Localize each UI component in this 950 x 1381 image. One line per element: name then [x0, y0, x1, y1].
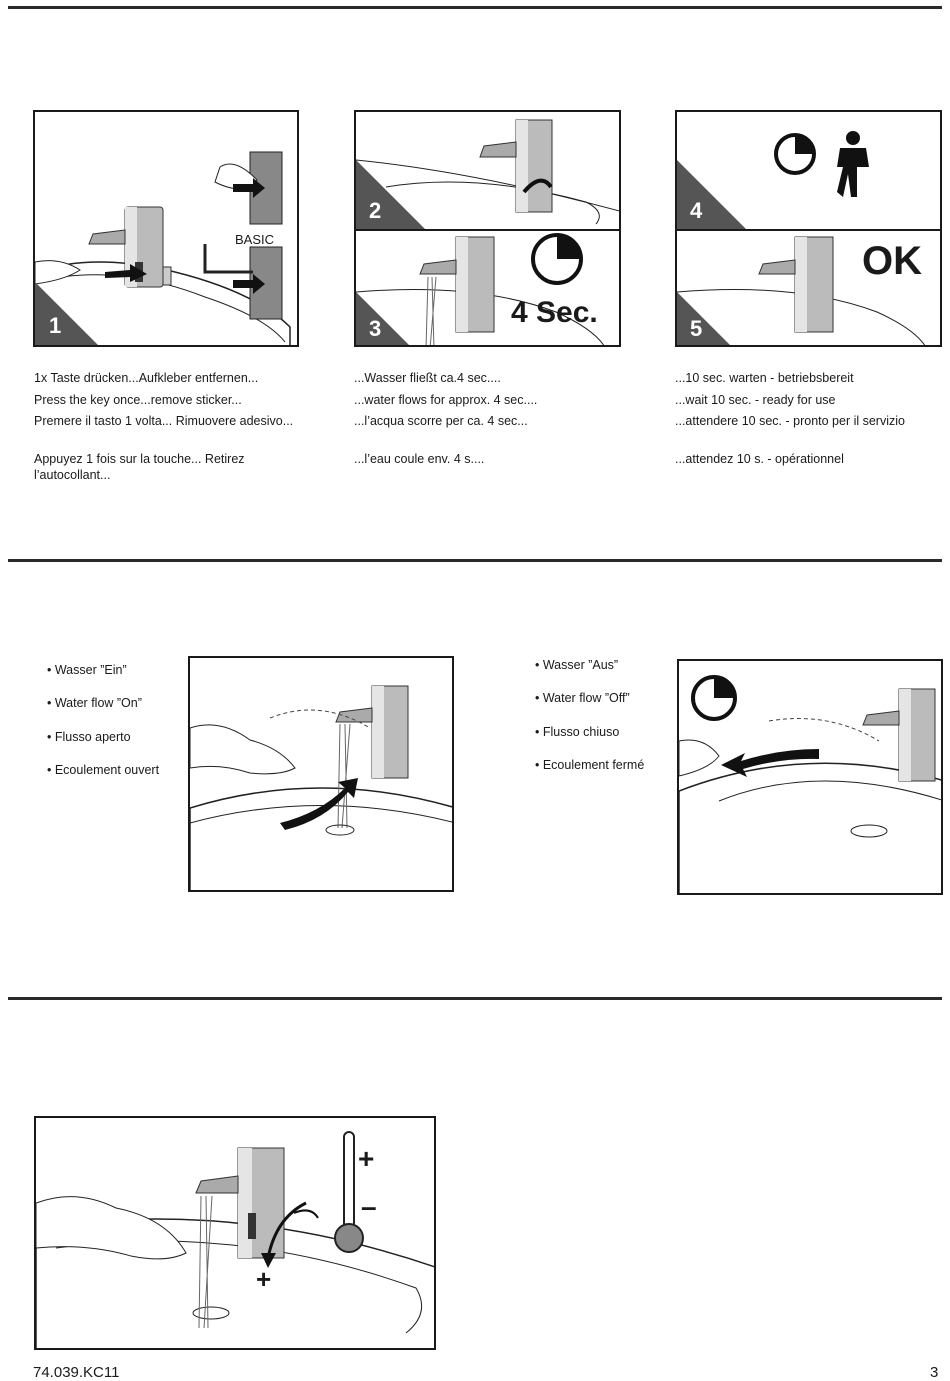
water-off-de: • Wasser ”Aus” [535, 657, 618, 673]
step-2-number: 2 [369, 198, 381, 223]
step-3-number: 3 [369, 316, 381, 341]
step-5-text-de: ...10 sec. warten - betriebsbereit [675, 370, 945, 386]
section-rule-1 [8, 559, 942, 562]
step-5-text-fr: ...attendez 10 s. - opérationnel [675, 451, 945, 467]
water-on-illustration [188, 656, 454, 892]
step-3-text-de: ...Wasser fließt ca.4 sec.... [354, 370, 624, 386]
basic-label: BASIC [235, 232, 274, 247]
temp-plus-bottom-label: + [256, 1264, 271, 1294]
water-on-en: • Water flow ”On” [47, 695, 142, 711]
section-rule-2 [8, 997, 942, 1000]
water-off-it: • Flusso chiuso [535, 724, 619, 740]
step-2-3-panel: 2 3 4 Sec. [354, 110, 621, 347]
temp-plus-label: + [358, 1143, 374, 1174]
document-code: 74.039.KC11 [33, 1364, 119, 1381]
step-3-text-it: ...l’acqua scorre per ca. 4 sec... [354, 413, 624, 429]
step-1-text-fr: Appuyez 1 fois sur la touche... Retirez … [34, 451, 304, 483]
duration-label: 4 Sec. [511, 296, 598, 329]
step-3-text-fr: ...l’eau coule env. 4 s.... [354, 451, 624, 467]
ok-label: OK [862, 239, 922, 283]
temperature-illustration: + – + [34, 1116, 436, 1350]
step-5-text-it: ...attendere 10 sec. - pronto per il ser… [675, 413, 945, 429]
water-off-illustration [677, 659, 943, 895]
water-off-en: • Water flow ”Off” [535, 690, 630, 706]
step-4-5-panel: 4 5 OK [675, 110, 942, 347]
step-4-number: 4 [690, 198, 703, 223]
top-rule [8, 6, 942, 9]
water-on-fr: • Ecoulement ouvert [47, 762, 159, 778]
water-off-fr: • Ecoulement fermé [535, 757, 644, 773]
step-5-text-en: ...wait 10 sec. - ready for use [675, 392, 945, 408]
page-number: 3 [930, 1364, 938, 1381]
temp-minus-label: – [361, 1191, 377, 1222]
step-1-number: 1 [49, 313, 61, 338]
water-on-it: • Flusso aperto [47, 729, 131, 745]
step-5-number: 5 [690, 316, 702, 341]
step-1-panel: 1 BASIC [33, 110, 299, 347]
step-1-text-en: Press the key once...remove sticker... [34, 392, 304, 408]
water-on-de: • Wasser ”Ein” [47, 662, 127, 678]
step-3-text-en: ...water flows for approx. 4 sec.... [354, 392, 624, 408]
step-1-text-de: 1x Taste drücken...Aufkleber entfernen..… [34, 370, 304, 386]
step-1-text-it: Premere il tasto 1 volta... Rimuovere ad… [34, 413, 304, 429]
